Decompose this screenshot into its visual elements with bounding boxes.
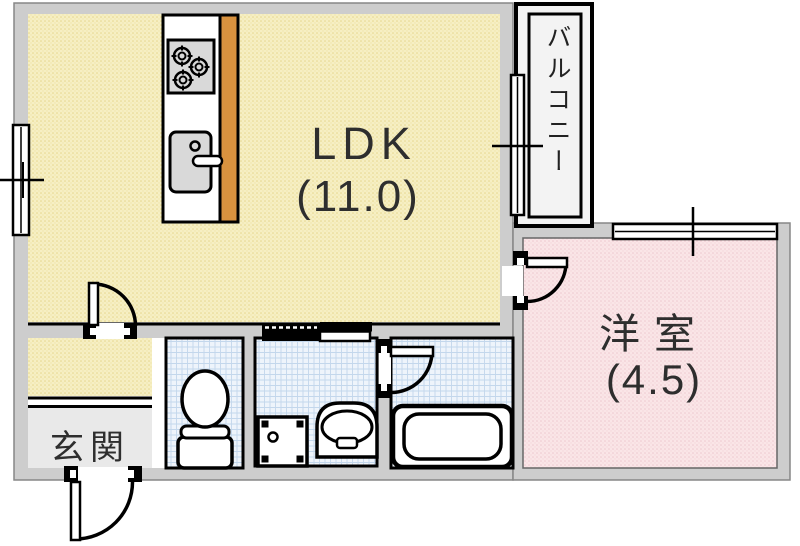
window-icon-balcony	[492, 73, 543, 217]
window-icon-left	[0, 123, 44, 237]
door-swing-icon-western	[502, 251, 569, 310]
toilet-icon	[176, 369, 234, 470]
balcony-structure	[514, 2, 594, 228]
kitchen-counter	[218, 13, 240, 224]
washing-machine-pan-icon	[256, 415, 309, 468]
entrance-step	[28, 396, 152, 408]
bathtub-icon	[390, 403, 515, 470]
room-label-western: 洋室	[599, 311, 709, 357]
door-swing-icon-entrance	[64, 466, 142, 542]
stove-icon	[166, 38, 216, 95]
hall-toilet-divider	[152, 338, 165, 468]
door-swing-icon-bathroom	[377, 339, 435, 398]
door-swing-icon-hall	[83, 281, 138, 339]
room-area-western: (4.5)	[605, 356, 703, 403]
sliding-door-icon	[262, 322, 372, 343]
room-area-ldk: (11.0)	[296, 172, 420, 221]
room-entrance	[28, 408, 152, 468]
washbasin-icon	[315, 401, 379, 459]
room-hallway	[28, 338, 152, 396]
room-label-balcony: バルコニー	[543, 24, 571, 179]
kitchen-unit	[161, 13, 240, 224]
room-label-ldk: LDK	[311, 118, 417, 169]
room-label-entrance: 玄関	[50, 429, 130, 467]
sink-icon	[168, 130, 224, 194]
window-icon-western	[611, 207, 779, 256]
room-ldk	[28, 14, 500, 322]
